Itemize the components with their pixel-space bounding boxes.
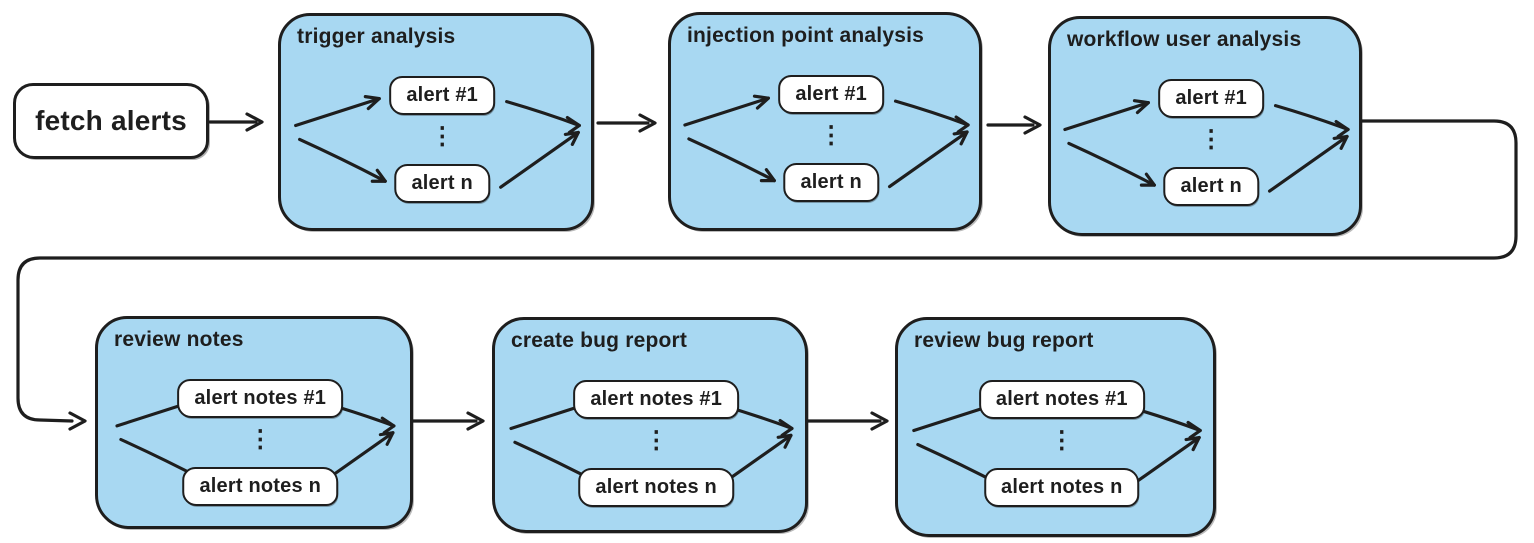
stage-workflow-user-analysis[interactable]: workflow user analysis alert #1 ⋮ alert … <box>1048 16 1362 236</box>
stage-title: review bug report <box>914 329 1094 352</box>
stage-review-notes[interactable]: review notes alert notes #1 ⋮ alert note… <box>95 316 413 529</box>
ellipsis-dots: ⋮ <box>430 123 455 150</box>
subnode-alert-notes-1[interactable]: alert notes #1 <box>573 380 740 419</box>
subnode-alert-n[interactable]: alert n <box>394 164 490 203</box>
subnode-alert-notes-n[interactable]: alert notes n <box>578 468 734 507</box>
arrow-wraparound-to-review-notes[interactable] <box>16 119 1518 431</box>
subnode-alert-notes-1[interactable]: alert notes #1 <box>978 380 1145 419</box>
subnode-alert-1[interactable]: alert #1 <box>1158 79 1264 118</box>
arrow-trigger-to-injection[interactable] <box>596 113 657 133</box>
ellipsis-dots: ⋮ <box>644 427 669 454</box>
subnode-alert-1[interactable]: alert #1 <box>778 75 884 114</box>
stage-create-bug-report[interactable]: create bug report alert notes #1 ⋮ alert… <box>492 317 808 533</box>
subnode-alert-notes-1[interactable]: alert notes #1 <box>177 379 344 418</box>
ellipsis-dots: ⋮ <box>1049 427 1074 454</box>
ellipsis-dots: ⋮ <box>819 122 844 149</box>
stage-title: create bug report <box>511 329 688 352</box>
stage-title: trigger analysis <box>297 25 456 48</box>
subnode-alert-n[interactable]: alert n <box>1163 167 1259 206</box>
stage-title: review notes <box>114 328 244 351</box>
ellipsis-dots: ⋮ <box>1199 126 1224 153</box>
arrow-review-notes-to-create-bug[interactable] <box>411 411 485 431</box>
arrow-fetch-to-trigger[interactable] <box>208 112 264 132</box>
subnode-alert-n[interactable]: alert n <box>783 163 879 202</box>
node-fetch-alerts[interactable]: fetch alerts <box>13 83 209 159</box>
subnode-alert-1[interactable]: alert #1 <box>389 76 496 115</box>
stage-injection-point-analysis[interactable]: injection point analysis alert #1 ⋮ aler… <box>668 12 982 231</box>
stage-title: injection point analysis <box>687 24 925 47</box>
stage-review-bug-report[interactable]: review bug report alert notes #1 ⋮ alert… <box>895 317 1216 537</box>
subnode-alert-notes-n[interactable]: alert notes n <box>984 468 1140 507</box>
subnode-alert-notes-n[interactable]: alert notes n <box>182 467 338 506</box>
stage-trigger-analysis[interactable]: trigger analysis alert #1 ⋮ alert n <box>278 13 594 231</box>
stage-title: workflow user analysis <box>1067 28 1302 51</box>
ellipsis-dots: ⋮ <box>248 426 273 453</box>
arrow-create-bug-to-review-bug[interactable] <box>806 411 889 431</box>
node-fetch-alerts-label: fetch alerts <box>35 105 187 136</box>
arrow-injection-to-workflow[interactable] <box>986 115 1042 135</box>
